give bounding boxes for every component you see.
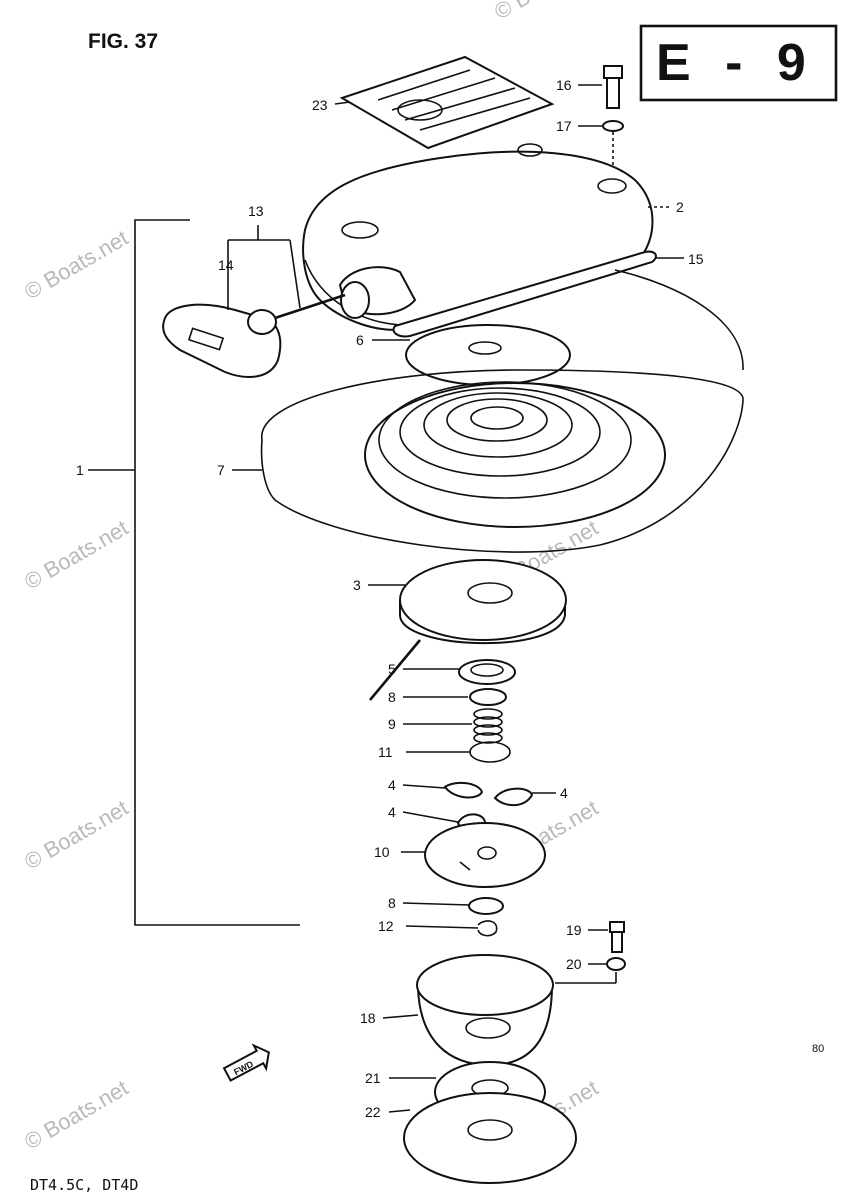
callout-12: 12 — [378, 918, 394, 934]
part-washer-8b — [468, 897, 504, 915]
callout-4: 4 — [388, 804, 396, 820]
part-washer-8 — [469, 688, 507, 706]
callout-20: 20 — [566, 956, 582, 972]
section-code-box — [639, 24, 838, 102]
part-spring-7 — [260, 269, 744, 553]
watermark: © Boats.net — [20, 1075, 132, 1154]
part-circlip-11 — [469, 741, 511, 763]
part-clip-12 — [477, 920, 498, 937]
part-washer-17 — [602, 120, 624, 132]
part-starter-rope — [274, 293, 346, 320]
part-starter-handle — [162, 303, 282, 378]
callout-5: 5 — [388, 661, 396, 677]
section-code: E - 9 — [656, 34, 816, 92]
callout-18: 18 — [360, 1010, 376, 1026]
part-decal-plate — [339, 55, 555, 150]
part-starter-case — [302, 143, 654, 331]
callout-1: 1 — [76, 462, 84, 478]
callout-6: 6 — [356, 332, 364, 348]
callout-10: 10 — [374, 844, 390, 860]
callout-3: 3 — [353, 577, 361, 593]
part-pawl-4 — [443, 781, 484, 799]
assembly-bracket — [134, 219, 300, 926]
callout-19: 19 — [566, 922, 582, 938]
callout-14: 14 — [218, 257, 234, 273]
callout-21: 21 — [365, 1070, 381, 1086]
callout-13: 13 — [248, 203, 264, 219]
part-pulley-18 — [416, 954, 617, 1067]
callout-22: 22 — [365, 1104, 381, 1120]
callout-8: 8 — [388, 689, 396, 705]
callout-4: 4 — [388, 777, 396, 793]
fwd-arrow-icon: FWD — [222, 1043, 270, 1082]
callout-9: 9 — [388, 716, 396, 732]
part-bolt-19 — [609, 921, 625, 953]
part-drive-plate-10 — [424, 822, 546, 888]
callout-7: 7 — [217, 462, 225, 478]
part-flywheel-plate-22 — [403, 1092, 577, 1184]
part-gasket-15 — [392, 250, 657, 338]
watermark: © Boats.net — [490, 0, 602, 24]
watermark: © Boats.net — [20, 515, 132, 594]
callout-11: 11 — [378, 744, 393, 760]
figure-label: FIG. 37 — [88, 30, 158, 53]
watermark: © Boats.net — [20, 225, 132, 304]
callout-15: 15 — [688, 251, 704, 267]
part-pawl-4 — [493, 787, 534, 807]
model-caption: DT4.5C, DT4D — [30, 1176, 138, 1194]
corner-mark: 80 — [812, 1043, 824, 1055]
part-reel-3 — [369, 559, 567, 701]
leader-lines — [227, 84, 684, 1113]
watermark: © Boats.net — [20, 795, 132, 874]
callout-4: 4 — [560, 785, 568, 801]
callout-8: 8 — [388, 895, 396, 911]
callout-17: 17 — [556, 118, 572, 134]
part-bushing-5 — [458, 659, 516, 685]
callout-16: 16 — [556, 77, 572, 93]
part-plate-6 — [405, 324, 571, 386]
callout-23: 23 — [312, 97, 328, 113]
part-bolt-16 — [603, 65, 623, 109]
callout-2: 2 — [676, 199, 684, 215]
part-washer-20 — [606, 957, 626, 971]
part-spring-9 — [473, 708, 503, 744]
callout-numbers: 23 16 17 2 15 13 14 6 1 7 3 5 8 9 11 4 4… — [76, 77, 704, 1120]
